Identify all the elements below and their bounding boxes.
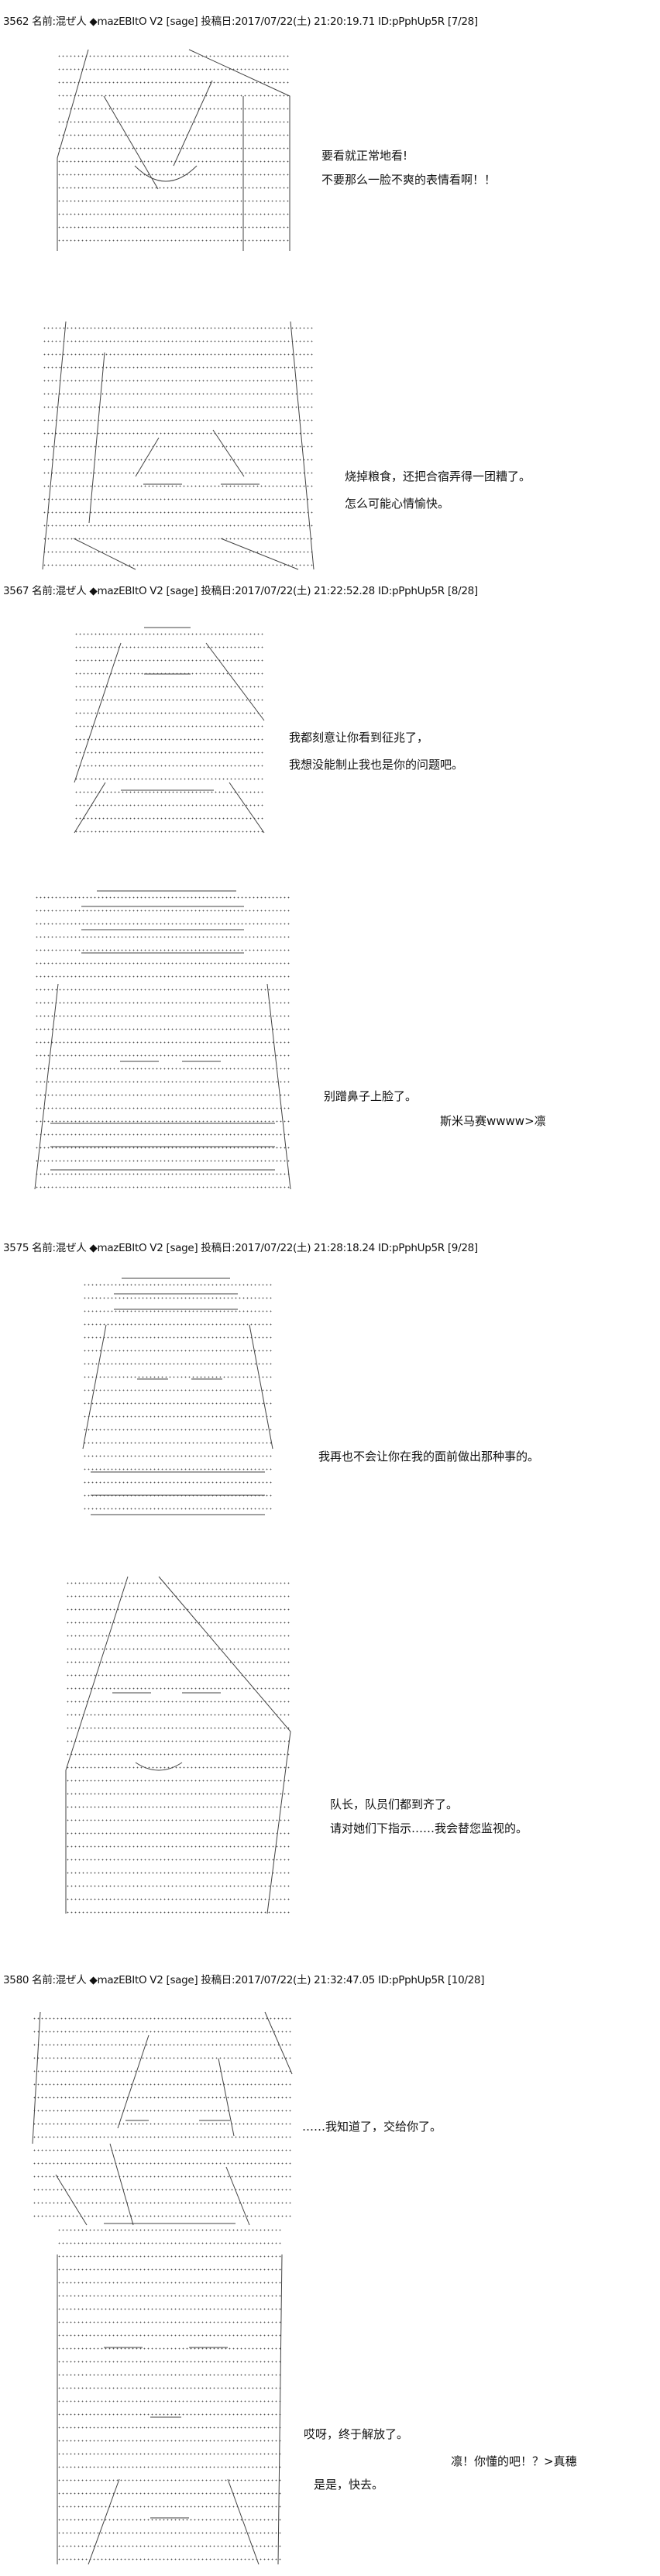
post-header: 3562 名前:混ぜ人 ◆mazEBItO V2 [sage] 投稿日:2017… bbox=[3, 15, 478, 28]
dialogue-line: 我想没能制止我也是你的问题吧。 bbox=[289, 758, 464, 772]
dialogue-line: 不要那么一脸不爽的表情看啊！！ bbox=[321, 173, 497, 187]
post-header: 3580 名前:混ぜ人 ◆mazEBItO V2 [sage] 投稿日:2017… bbox=[3, 1974, 485, 1986]
dialogue-line: 是是，快去。 bbox=[314, 2478, 384, 2492]
ascii-art-character bbox=[74, 627, 265, 834]
ascii-art-character bbox=[32, 2011, 293, 2226]
dialogue-line: 烧掉粮食，还把合宿弄得一团糟了。 bbox=[345, 469, 531, 483]
dialogue-line: 请对她们下指示……我会替您监视的。 bbox=[330, 1821, 528, 1835]
ascii-art-character bbox=[57, 2223, 283, 2565]
dialogue-line: 要看就正常地看! bbox=[321, 149, 408, 163]
ascii-art-character bbox=[34, 890, 291, 1190]
dialogue-line: 我都刻意让你看到征兆了， bbox=[289, 731, 429, 745]
ascii-art-character bbox=[82, 1278, 273, 1518]
post-header: 3567 名前:混ぜ人 ◆mazEBItO V2 [sage] 投稿日:2017… bbox=[3, 585, 478, 597]
ascii-art-character bbox=[57, 49, 290, 251]
dialogue-line: 队长，队员们都到齐了。 bbox=[330, 1797, 459, 1811]
dialogue-line: 哎呀，终于解放了。 bbox=[304, 2427, 409, 2441]
dialogue-line: 别蹭鼻子上脸了。 bbox=[324, 1089, 418, 1103]
dialogue-line: 凛！你懂的吧！？>真穗 bbox=[451, 2454, 577, 2468]
dialogue-line: 怎么可能心情愉快。 bbox=[345, 497, 450, 511]
dialogue-line: 斯米马赛wwww>凛 bbox=[440, 1114, 546, 1128]
post-header: 3575 名前:混ぜ人 ◆mazEBItO V2 [sage] 投稿日:2017… bbox=[3, 1242, 478, 1254]
ascii-art-character bbox=[65, 1576, 291, 1914]
ascii-art-character bbox=[42, 321, 315, 570]
dialogue-line: ……我知道了，交给你了。 bbox=[302, 2120, 442, 2134]
dialogue-line: 我再也不会让你在我的面前做出那种事的。 bbox=[318, 1450, 540, 1463]
